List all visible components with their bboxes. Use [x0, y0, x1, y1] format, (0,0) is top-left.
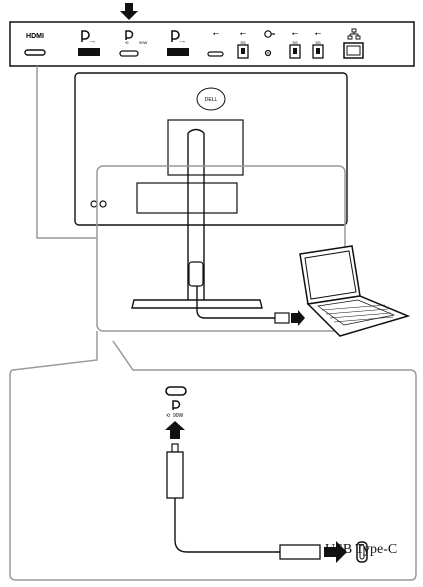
displayport-in-port: ⟶ [78, 30, 100, 56]
displayport-icon [172, 400, 181, 410]
svg-text:⟲: ⟲ [166, 413, 170, 419]
laptop [299, 245, 411, 337]
svg-text:SS: SS [240, 40, 246, 45]
network-icon [347, 28, 361, 40]
hdmi-port: HDMI [24, 33, 46, 56]
dell-logo [196, 87, 226, 111]
audio-out-port [264, 30, 275, 57]
svg-text:⟶: ⟶ [179, 39, 185, 44]
svg-text:DELL: DELL [205, 97, 218, 103]
ethernet-port [343, 28, 364, 59]
usb-ss-icon: ⭠ [240, 29, 247, 38]
displayport-icon [171, 30, 180, 42]
displayport-out-port: ⟶ [167, 30, 189, 56]
usb-a-port-3: ⭠ SS [312, 29, 324, 59]
port-panel: HDMI ⟶ 90W ⟲ ⟶ ⭠ ⭠ [9, 3, 415, 67]
detail-callout [9, 331, 417, 581]
svg-text:SS: SS [315, 40, 321, 45]
watt-label-detail: 90W [173, 413, 184, 419]
down-arrow-icon [120, 3, 138, 20]
svg-text:⟶: ⟶ [89, 39, 95, 44]
cable [196, 286, 275, 319]
up-arrow-icon [165, 421, 185, 439]
callout-frame [36, 66, 97, 239]
watt-label: 90W [139, 40, 147, 45]
svg-text:⟲: ⟲ [125, 40, 129, 45]
usb-c-downstream-port: ⭠ [207, 29, 224, 57]
usb-type-c-label: USB Type-C [325, 542, 398, 557]
displayport-usb-c-icon [125, 30, 134, 40]
svg-text:SS: SS [292, 40, 298, 45]
right-arrow-icon [291, 310, 305, 326]
usb-a-port-2: ⭠ SS [289, 29, 301, 59]
usb-a-port-1: ⭠ SS [237, 29, 249, 59]
usb-c-detail: ⟲ 90W [165, 386, 368, 563]
usb-c-upstream-port: 90W ⟲ [119, 30, 147, 57]
hdmi-label: HDMI [26, 33, 44, 40]
usb-ss-icon: ⭠ [292, 29, 299, 38]
right-arrow-icon [324, 541, 347, 563]
displayport-icon [81, 30, 90, 42]
usb-ss-icon: ⭠ [315, 29, 322, 38]
usb-icon: ⭠ [213, 29, 220, 38]
